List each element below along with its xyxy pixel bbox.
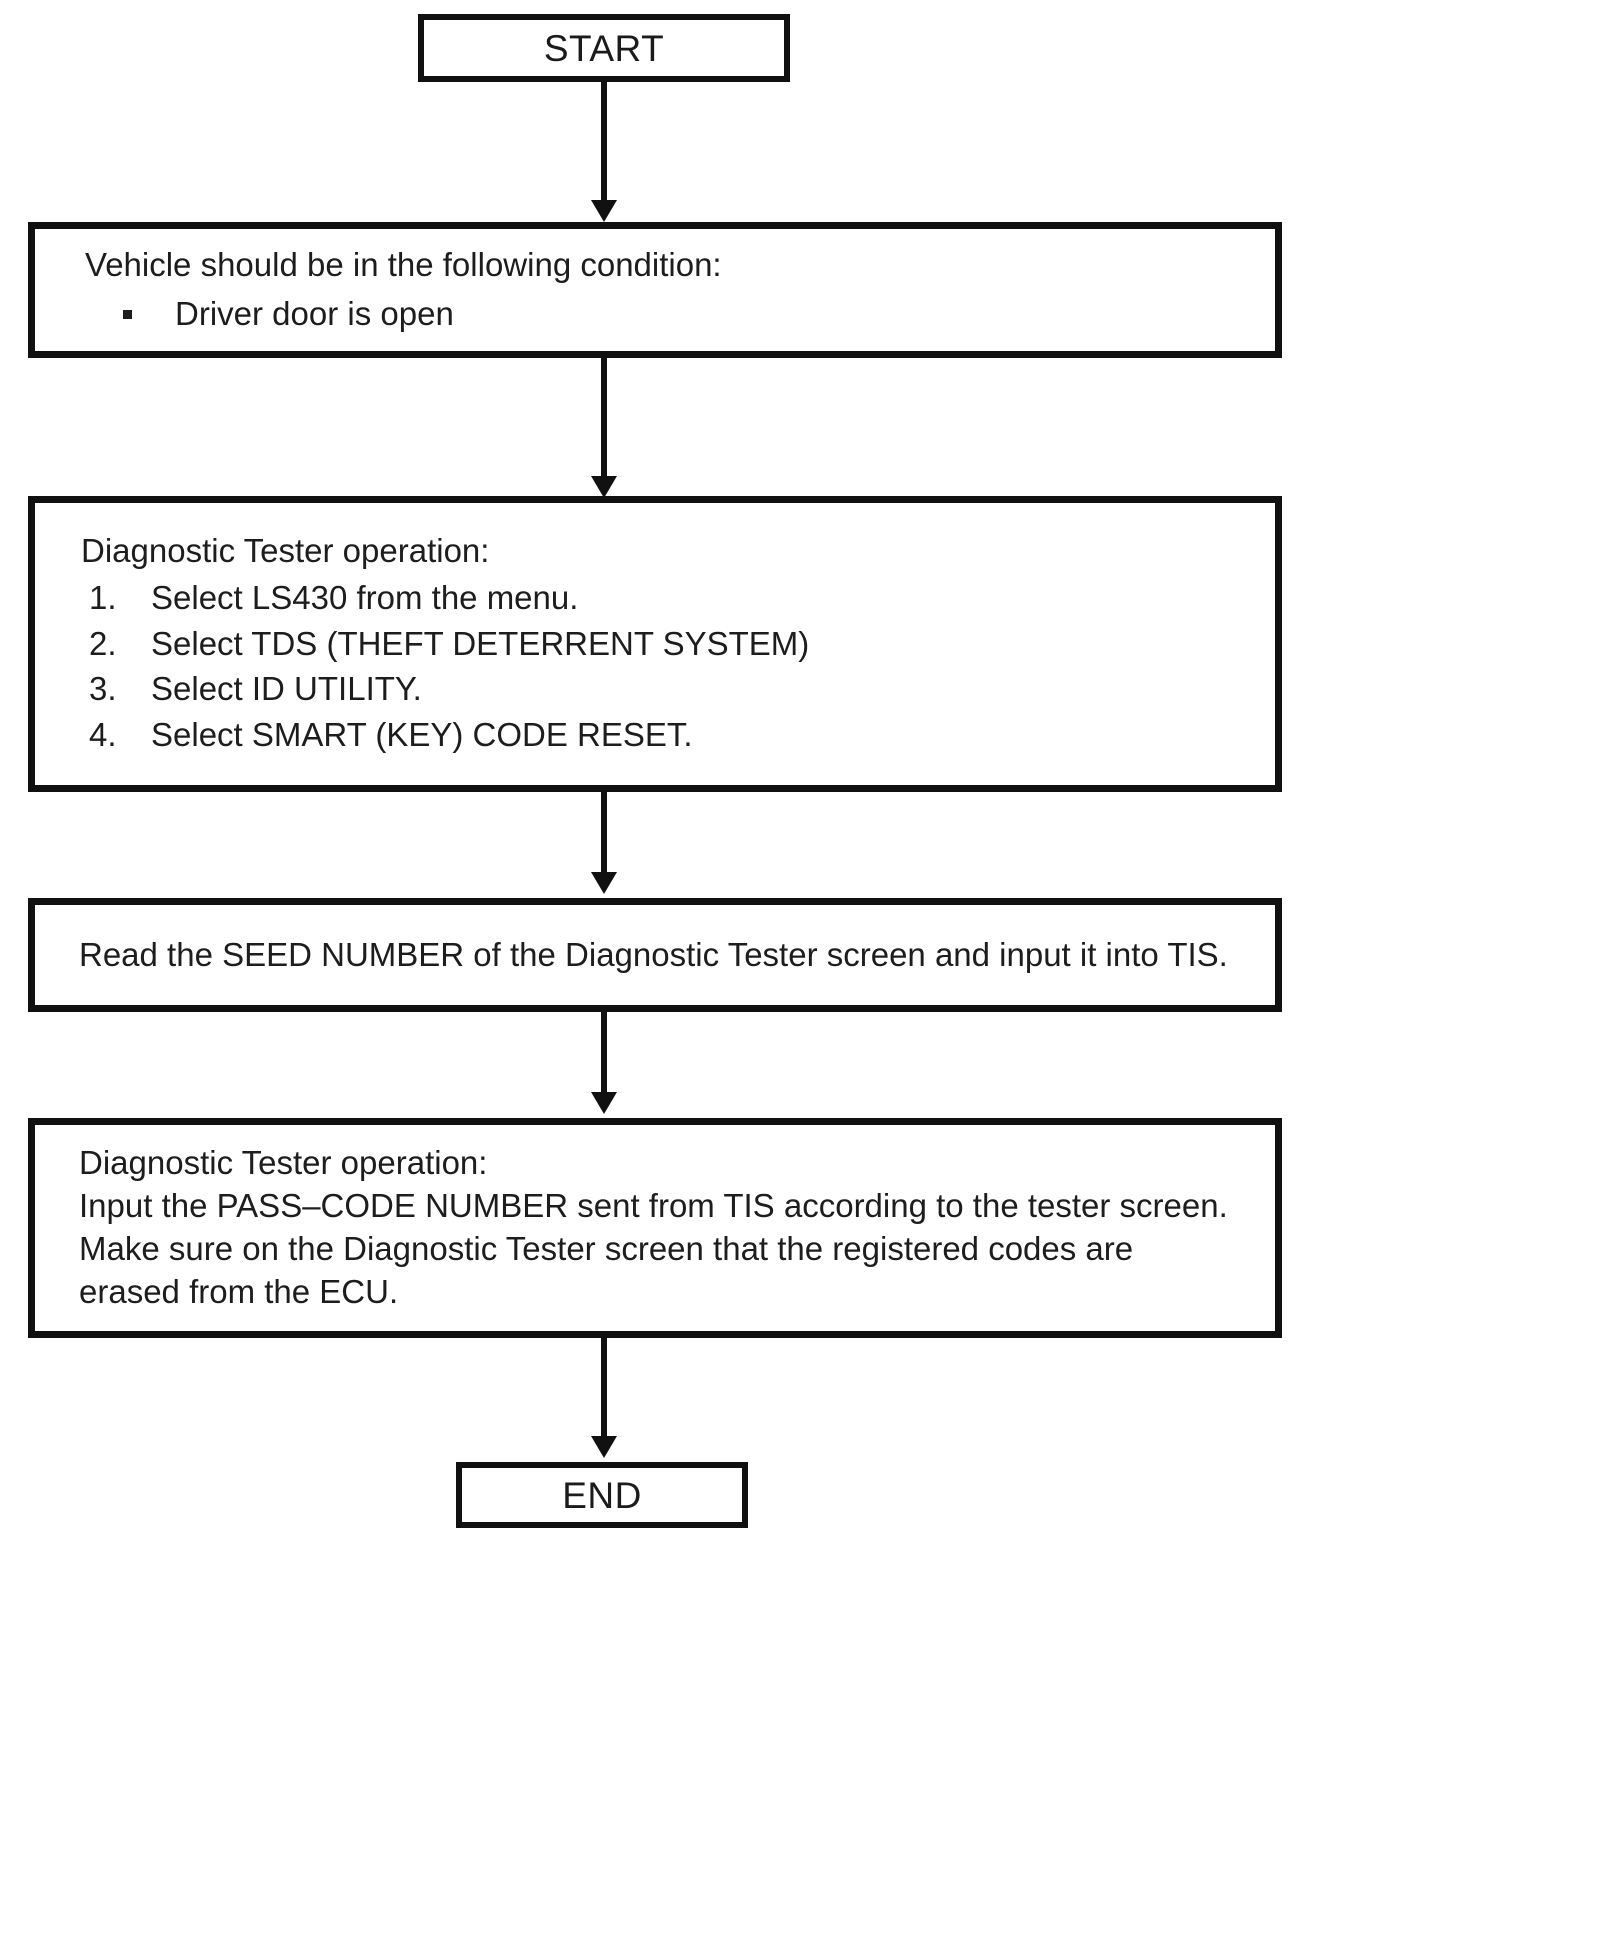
node-pass-code-lead: Diagnostic Tester operation: — [79, 1144, 488, 1182]
connector-tester-setup-to-seed-number — [601, 792, 607, 876]
node-condition-lead: Vehicle should be in the following condi… — [85, 246, 722, 284]
node-end-label: END — [562, 1474, 642, 1516]
list-item: 2. Select TDS (THEFT DETERRENT SYSTEM) — [81, 621, 1235, 667]
bullet-icon — [123, 310, 132, 319]
step-number: 3. — [89, 670, 117, 708]
step-text: Select LS430 from the menu. — [151, 579, 579, 617]
connector-seed-number-to-pass-code — [601, 1012, 607, 1096]
step-text: Select SMART (KEY) CODE RESET. — [151, 715, 693, 753]
node-condition-bullet-0: Driver door is open — [175, 295, 454, 332]
arrowhead-pass-code-to-end — [591, 1436, 617, 1458]
arrowhead-seed-number-to-pass-code — [591, 1092, 617, 1114]
node-start-label: START — [543, 27, 665, 69]
list-item: 1. Select LS430 from the menu. — [81, 575, 1235, 621]
step-number: 1. — [89, 579, 117, 617]
node-pass-code-text: Input the PASS–CODE NUMBER sent from TIS… — [79, 1187, 1247, 1310]
node-seed-number: Read the SEED NUMBER of the Diagnostic T… — [28, 898, 1282, 1012]
step-text: Select ID UTILITY. — [151, 670, 422, 708]
step-number: 4. — [89, 715, 117, 753]
connector-start-to-condition — [601, 82, 607, 204]
node-condition-bullet-list: Driver door is open — [85, 293, 1235, 336]
node-end: END — [456, 1462, 748, 1528]
list-item: 4. Select SMART (KEY) CODE RESET. — [81, 712, 1235, 758]
node-tester-setup-step-list: 1. Select LS430 from the menu. 2. Select… — [81, 575, 1235, 757]
arrowhead-tester-setup-to-seed-number — [591, 872, 617, 894]
arrowhead-start-to-condition — [591, 200, 617, 222]
arrowhead-condition-to-tester-setup — [591, 476, 617, 498]
node-seed-number-text: Read the SEED NUMBER of the Diagnostic T… — [79, 935, 1228, 973]
node-condition: Vehicle should be in the following condi… — [28, 222, 1282, 358]
list-item: Driver door is open — [85, 293, 1235, 336]
list-item: 3. Select ID UTILITY. — [81, 666, 1235, 712]
step-text: Select TDS (THEFT DETERRENT SYSTEM) — [151, 624, 810, 662]
node-tester-setup: Diagnostic Tester operation: 1. Select L… — [28, 496, 1282, 792]
node-tester-setup-lead: Diagnostic Tester operation: — [81, 532, 490, 570]
connector-condition-to-tester-setup — [601, 358, 607, 480]
node-pass-code: Diagnostic Tester operation: Input the P… — [28, 1118, 1282, 1338]
connector-pass-code-to-end — [601, 1338, 607, 1440]
step-number: 2. — [89, 624, 117, 662]
node-start: START — [418, 14, 790, 82]
